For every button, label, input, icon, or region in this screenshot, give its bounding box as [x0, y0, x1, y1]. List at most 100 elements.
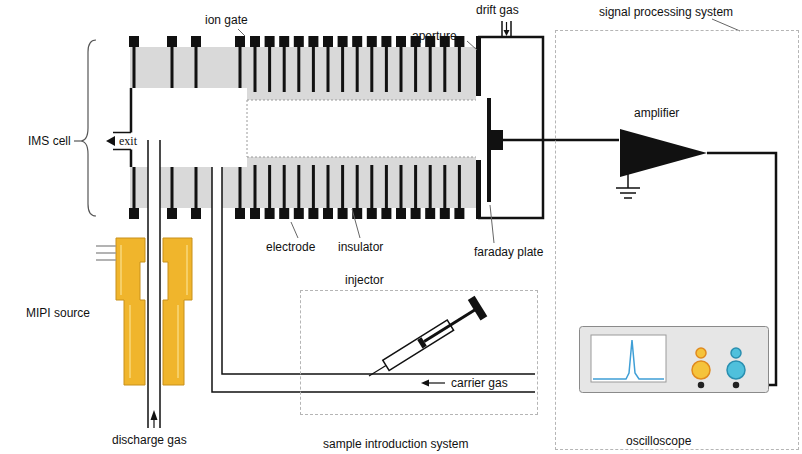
syringe	[424, 309, 476, 341]
detector-housing	[478, 37, 543, 218]
oscilloscope-device	[734, 383, 739, 388]
electrode-ring	[396, 208, 406, 219]
electrode-ring	[323, 208, 333, 219]
electrode-ring	[381, 208, 391, 219]
node-label: oscilloscope	[626, 434, 691, 448]
electrode-ring	[411, 208, 421, 219]
oscilloscope-device	[727, 361, 745, 379]
discharge-tube	[151, 410, 158, 420]
insulator-band	[130, 47, 247, 88]
carrier-gas-line	[212, 167, 535, 392]
part-label: injector	[345, 273, 384, 287]
electrode-ring	[239, 36, 242, 88]
part-label: drift gas	[476, 3, 519, 17]
electrode-ring	[458, 36, 461, 92]
electrode-ring	[429, 36, 432, 92]
electrode-ring	[454, 36, 464, 219]
electrode-ring	[400, 36, 403, 92]
electrode-ring	[191, 208, 201, 219]
part-label: insulator	[338, 240, 383, 254]
electrode-ring	[425, 36, 435, 219]
electrode-ring	[235, 208, 245, 219]
drift-gas-inlet	[502, 21, 511, 37]
electrode-ring	[297, 36, 300, 92]
electrode-ring	[341, 36, 344, 92]
electrode-ring	[294, 208, 304, 219]
electrode-ring	[294, 36, 304, 219]
oscilloscope-device	[593, 340, 664, 379]
carrier-gas-line	[428, 382, 445, 383]
electrode-ring	[381, 36, 391, 219]
ims-cell-brace	[74, 140, 80, 141]
electrode-ring	[443, 36, 446, 92]
aperture-plate	[476, 36, 481, 219]
oscilloscope-device	[696, 348, 706, 358]
electrode-ring	[338, 208, 348, 219]
mipi-source	[96, 238, 192, 385]
amplifier-symbol	[620, 129, 707, 177]
leader-line	[238, 19, 740, 243]
ims-cell-brace	[74, 40, 96, 216]
electrode-ring	[308, 36, 318, 219]
electrode-ring	[414, 36, 417, 92]
amplifier-symbol: amplifier	[619, 106, 707, 178]
electrode-ring	[129, 36, 139, 219]
electrode-ring	[440, 36, 450, 219]
aperture-plate	[476, 36, 481, 96]
discharge-tube	[148, 140, 160, 428]
oscilloscope-device: oscilloscope	[579, 326, 769, 393]
insulator-band	[130, 47, 476, 208]
discharge-tube	[148, 140, 160, 428]
electrode-ring	[250, 208, 260, 219]
carrier-gas-line	[421, 380, 429, 387]
electrode-ring	[254, 36, 257, 92]
electrode-ring	[283, 36, 286, 92]
ground-symbol	[616, 172, 640, 198]
drift-gas-inlet	[506, 22, 507, 31]
group-box: sample introduction system	[300, 290, 538, 415]
electrode-ring	[279, 208, 289, 219]
drift-region-outline	[247, 100, 476, 157]
electrode-ring	[312, 36, 315, 92]
drift-region-outline	[247, 100, 476, 157]
detector-housing	[478, 37, 543, 218]
electrode-ring	[133, 36, 136, 88]
electrode-ring	[250, 36, 260, 219]
part-label: carrier gas	[450, 376, 509, 390]
syringe	[468, 296, 488, 321]
electrode-ring	[352, 36, 362, 219]
oscilloscope-device	[580, 327, 769, 393]
electrode-ring	[129, 36, 464, 219]
discharge-tube	[148, 140, 160, 428]
discharge-tube	[153, 420, 154, 428]
mipi-source	[96, 246, 116, 260]
insulator-band	[247, 157, 476, 208]
node-label: amplifier	[634, 106, 679, 120]
leader-line	[238, 29, 245, 36]
leader-line	[490, 205, 494, 243]
leader-line	[291, 222, 298, 238]
electrode-ring	[129, 208, 139, 219]
electrode-ring	[396, 36, 406, 219]
drift-gas-inlet	[502, 21, 511, 37]
detector-housing	[487, 98, 491, 202]
electrode-ring	[167, 36, 177, 219]
electrode-ring	[425, 208, 435, 219]
oscilloscope-device	[692, 361, 710, 379]
node-label: sample introduction system	[323, 437, 468, 451]
oscilloscope-device	[591, 335, 666, 382]
part-label: faraday plate	[474, 245, 543, 259]
electrode-ring	[440, 208, 450, 219]
electrode-ring	[279, 36, 289, 219]
electrode-ring	[370, 36, 373, 92]
electrode-ring	[268, 36, 271, 92]
electrode-ring	[265, 36, 275, 219]
electrode-ring	[265, 208, 275, 219]
part-label: ion gate	[205, 13, 248, 27]
leader-line	[467, 41, 477, 50]
mipi-source	[96, 246, 116, 260]
electrode-ring	[356, 36, 359, 92]
exit-pipe	[106, 136, 115, 146]
